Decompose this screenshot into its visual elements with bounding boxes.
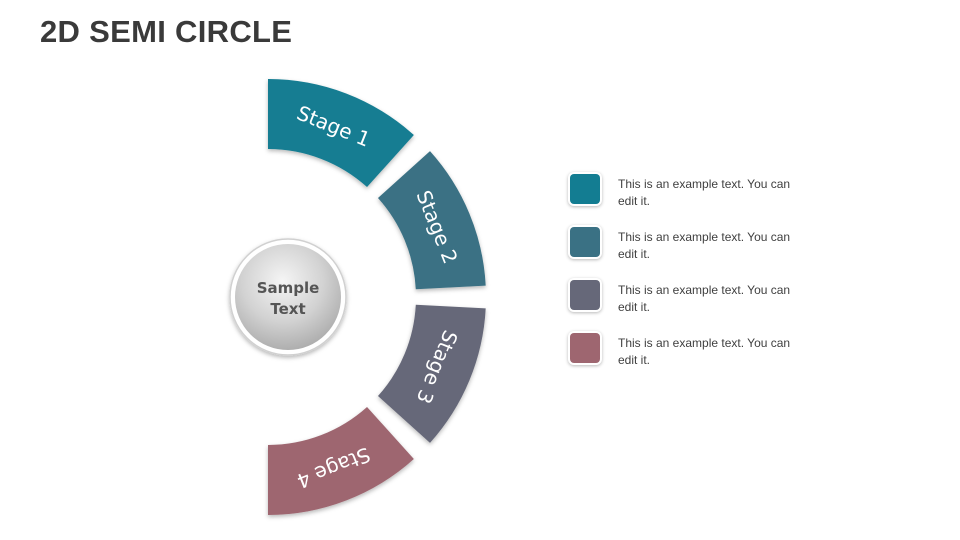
legend-item: This is an example text. You can edit it… — [570, 280, 800, 333]
stage-1-segment — [268, 79, 414, 188]
stage-4-segment — [268, 406, 414, 515]
legend-text: This is an example text. You can edit it… — [618, 336, 791, 367]
center-circle: Sample Text — [229, 238, 347, 356]
legend-item: This is an example text. You can edit it… — [570, 333, 800, 386]
legend-swatch — [570, 227, 600, 257]
legend-swatch — [570, 333, 600, 363]
center-text-line2: Text — [270, 300, 305, 318]
legend-text: This is an example text. You can edit it… — [618, 230, 791, 261]
legend-text: This is an example text. You can edit it… — [618, 283, 791, 314]
legend-swatch — [570, 280, 600, 310]
stage-3-segment — [377, 304, 486, 443]
legend-swatch — [570, 174, 600, 204]
center-text-line1: Sample — [257, 279, 320, 297]
page-title: 2D SEMI CIRCLE — [40, 14, 293, 49]
legend: This is an example text. You can edit it… — [570, 174, 800, 386]
legend-item: This is an example text. You can edit it… — [570, 174, 800, 227]
stage-2-segment — [377, 151, 486, 290]
legend-item: This is an example text. You can edit it… — [570, 227, 800, 280]
legend-text: This is an example text. You can edit it… — [618, 177, 791, 208]
